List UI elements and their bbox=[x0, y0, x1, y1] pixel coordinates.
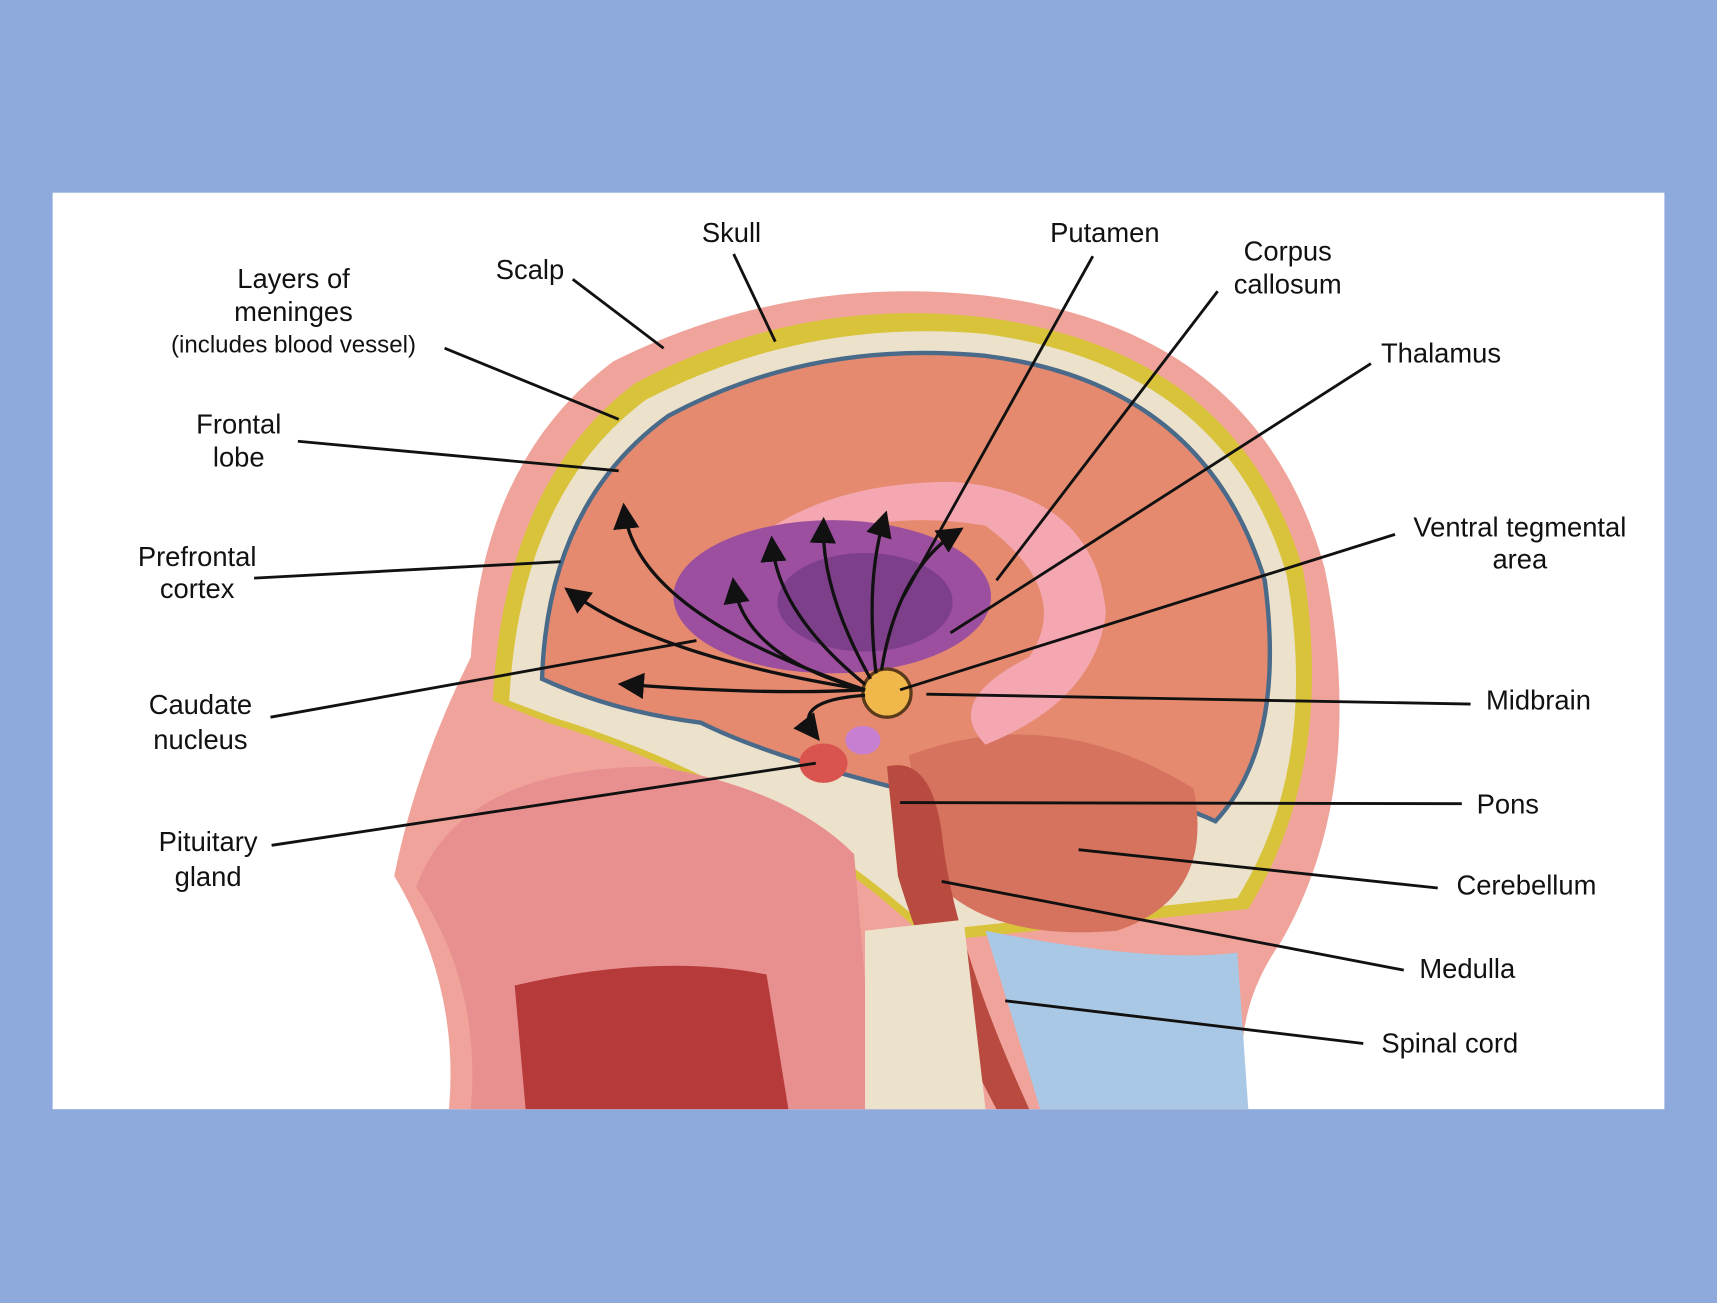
label-prefrontal-1: Prefrontal bbox=[138, 541, 257, 572]
label-spinal-cord: Spinal cord bbox=[1381, 1027, 1518, 1058]
label-caudate-2: nucleus bbox=[153, 724, 247, 755]
putamen-shape bbox=[777, 552, 953, 652]
label-pituitary-1: Pituitary bbox=[159, 826, 258, 857]
labels: Skull Scalp Layers of meninges (includes… bbox=[138, 217, 1626, 1058]
label-thalamus: Thalamus bbox=[1381, 337, 1501, 368]
label-medulla: Medulla bbox=[1419, 953, 1516, 984]
leader-lines bbox=[254, 253, 1471, 1045]
label-corpus-1: Corpus bbox=[1244, 236, 1332, 267]
pituitary-shape bbox=[799, 743, 848, 783]
label-skull: Skull bbox=[702, 217, 761, 248]
label-cerebellum: Cerebellum bbox=[1456, 870, 1596, 901]
label-pituitary-2: gland bbox=[175, 861, 242, 892]
label-meninges-3: (includes blood vessel) bbox=[171, 332, 416, 359]
label-vta-2: area bbox=[1492, 543, 1548, 574]
label-frontal-1: Frontal bbox=[196, 409, 281, 440]
head-illustration bbox=[394, 291, 1340, 1110]
cerebellum-shape bbox=[908, 734, 1198, 933]
label-midbrain: Midbrain bbox=[1486, 685, 1591, 716]
vta-shape bbox=[861, 667, 913, 719]
mouth-area bbox=[514, 965, 789, 1110]
label-caudate-1: Caudate bbox=[149, 689, 252, 720]
label-meninges-1: Layers of bbox=[237, 263, 350, 294]
label-meninges-2: meninges bbox=[234, 296, 353, 327]
label-putamen: Putamen bbox=[1050, 217, 1160, 248]
label-prefrontal-2: cortex bbox=[160, 573, 235, 604]
label-frontal-2: lobe bbox=[213, 441, 265, 472]
dopamine-pathway-arrows bbox=[564, 502, 964, 741]
label-pons: Pons bbox=[1477, 789, 1539, 820]
label-vta-1: Ventral tegmental bbox=[1413, 512, 1626, 543]
spine bbox=[865, 919, 986, 1110]
label-scalp: Scalp bbox=[496, 254, 564, 285]
label-corpus-2: callosum bbox=[1234, 268, 1342, 299]
